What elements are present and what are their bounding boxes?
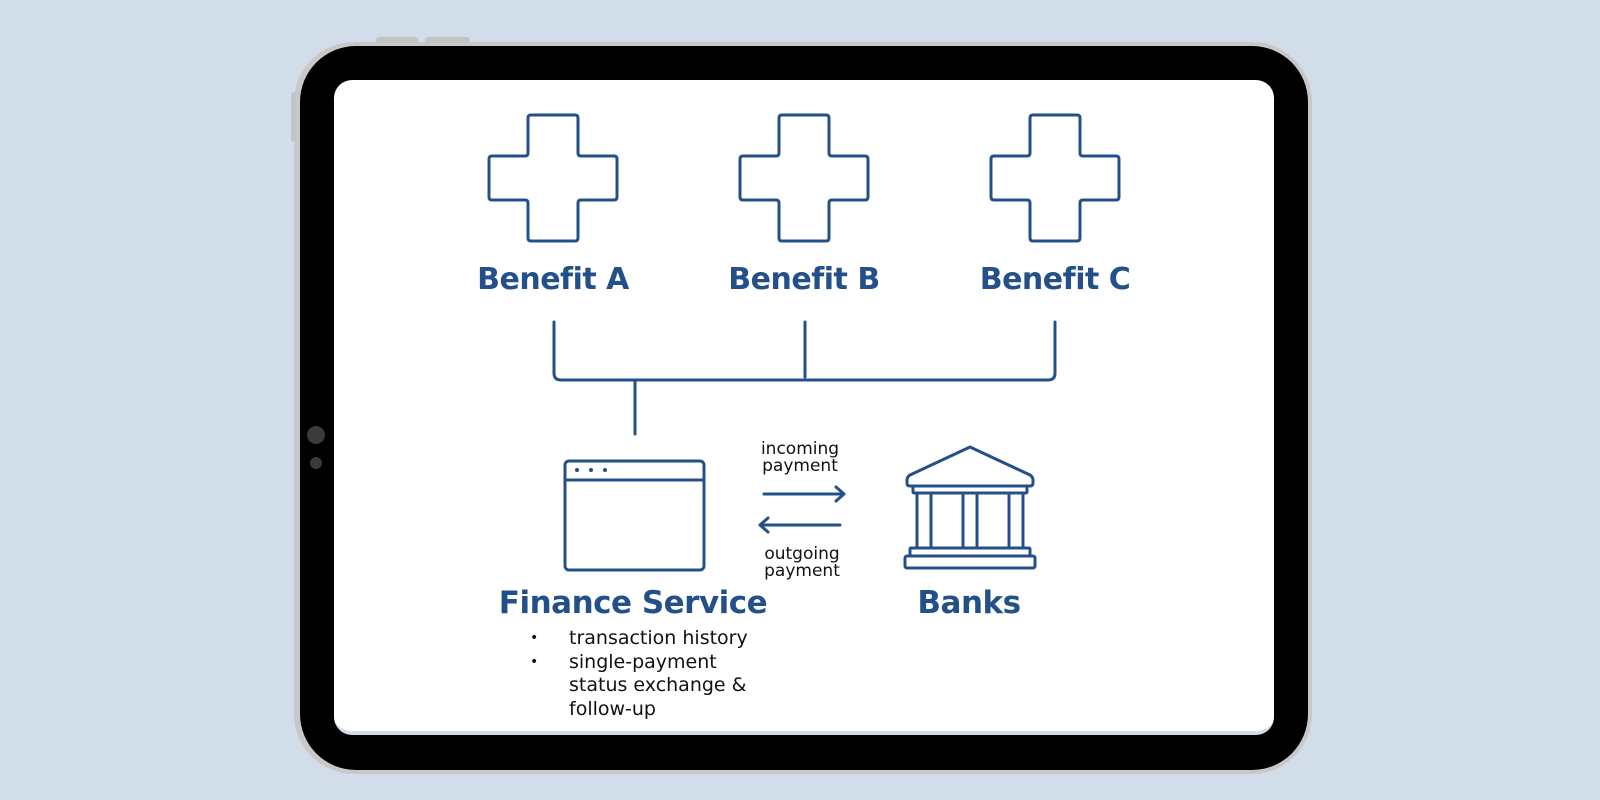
finance-service-label: Finance Service bbox=[498, 585, 768, 621]
volume-button bbox=[425, 37, 470, 43]
benefit-b-label: Benefit B bbox=[728, 262, 880, 297]
tablet-screen bbox=[334, 80, 1274, 735]
bank-building-icon bbox=[903, 445, 1037, 570]
window-dots bbox=[575, 468, 607, 472]
plus-cross-icon bbox=[989, 113, 1121, 243]
benefit-c-label: Benefit C bbox=[979, 262, 1131, 297]
banks-label: Banks bbox=[917, 585, 1021, 621]
feature-text: transaction history bbox=[569, 627, 748, 649]
volume-button bbox=[376, 37, 418, 43]
list-item: • transaction history bbox=[530, 627, 748, 651]
finance-features-list: • transaction history • single-payment s… bbox=[530, 627, 748, 721]
camera-icon bbox=[307, 426, 325, 444]
incoming-line-1: incoming bbox=[760, 439, 840, 459]
outgoing-line-1: outgoing bbox=[764, 544, 840, 564]
sensor-icon bbox=[310, 457, 322, 469]
feature-text: single-payment status exchange & follow-… bbox=[569, 650, 747, 720]
bullet-icon: • bbox=[530, 653, 539, 670]
incoming-payment-label: incoming payment bbox=[761, 441, 839, 475]
browser-window-icon bbox=[563, 459, 706, 572]
outgoing-payment-label: outgoing payment bbox=[764, 546, 840, 580]
connector-lines bbox=[552, 320, 1057, 382]
incoming-line-2: payment bbox=[762, 456, 838, 476]
arrow-right-icon bbox=[762, 485, 846, 503]
outgoing-line-2: payment bbox=[764, 561, 840, 581]
plus-cross-icon bbox=[738, 113, 870, 243]
bullet-icon: • bbox=[530, 630, 539, 646]
power-button bbox=[291, 92, 296, 142]
plus-cross-icon bbox=[487, 113, 619, 243]
arrow-left-icon bbox=[758, 516, 842, 534]
diagram-canvas bbox=[487, 113, 1121, 572]
benefit-a-label: Benefit A bbox=[477, 262, 629, 297]
list-item: • single-payment status exchange & follo… bbox=[530, 651, 748, 722]
